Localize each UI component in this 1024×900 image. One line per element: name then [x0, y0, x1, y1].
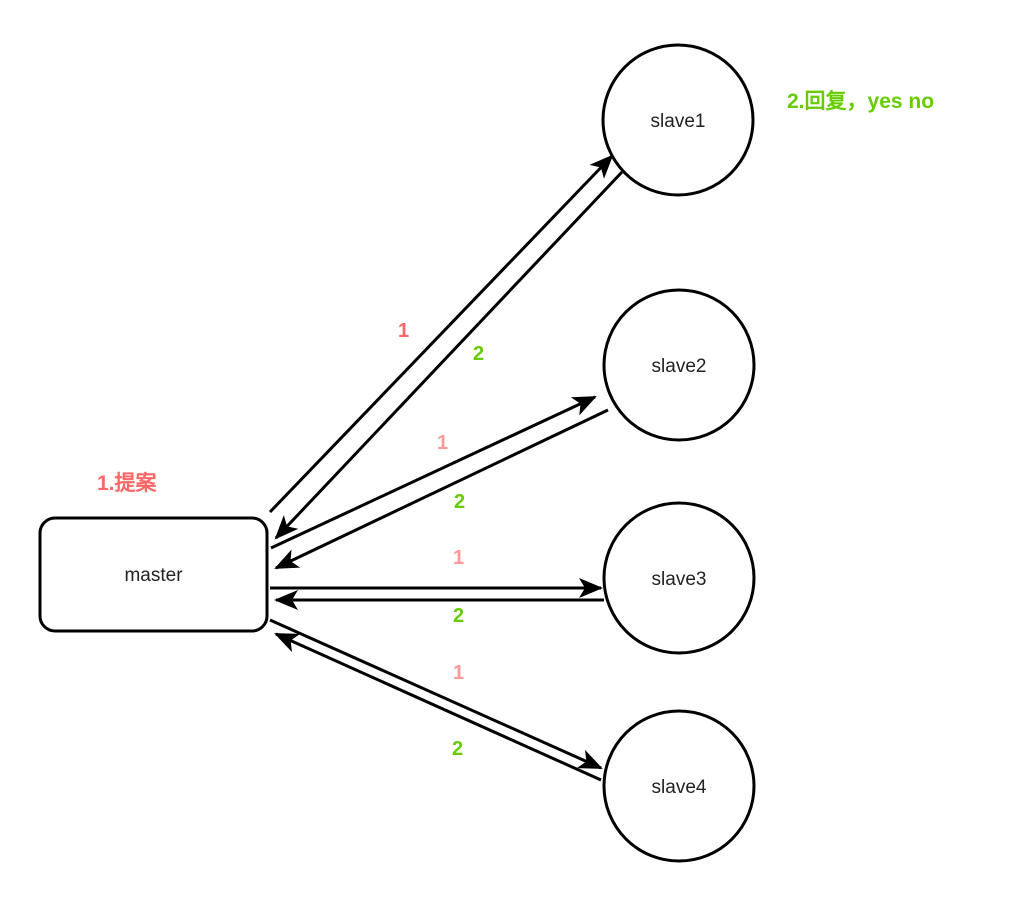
slave4-label: slave4: [652, 777, 707, 798]
edges-group: [268, 154, 624, 782]
slave1-label: slave1: [651, 111, 706, 132]
slave3-label: slave3: [652, 569, 707, 590]
master-label: master: [124, 565, 183, 586]
edge-master-to-slave1: [268, 154, 614, 514]
edge-label-master-slave1: 1: [398, 320, 409, 342]
slave1-node[interactable]: slave1: [601, 43, 755, 197]
edge-slave2-to-master: [274, 408, 609, 570]
edge-label-master-slave4: 1: [453, 662, 464, 684]
slave2-node[interactable]: slave2: [602, 288, 756, 442]
edge-master-to-slave4: [269, 618, 603, 770]
master-node[interactable]: master: [38, 516, 269, 633]
slave4-circle: [602, 709, 756, 863]
edge-slave1-to-master: [274, 170, 624, 540]
proposal-note: 1.提案: [97, 471, 158, 495]
slave2-circle: [602, 288, 756, 442]
slave2-label: slave2: [652, 356, 707, 377]
slave3-circle: [602, 501, 756, 655]
edge-label-slave2-master: 2: [454, 491, 465, 513]
slave3-node[interactable]: slave3: [602, 501, 756, 655]
master-box: [38, 516, 269, 633]
edge-master-to-slave2: [270, 395, 597, 550]
edge-label-master-slave2: 1: [437, 432, 448, 454]
slave1-circle: [601, 43, 755, 197]
reply-note: 2.回复，yes no: [787, 89, 934, 113]
edge-slave4-to-master: [274, 632, 602, 782]
edge-label-slave4-master: 2: [452, 738, 463, 760]
edge-label-master-slave3: 1: [453, 547, 464, 569]
slave4-node[interactable]: slave4: [602, 709, 756, 863]
edge-label-slave1-master: 2: [473, 343, 484, 365]
edge-label-slave3-master: 2: [453, 605, 464, 627]
